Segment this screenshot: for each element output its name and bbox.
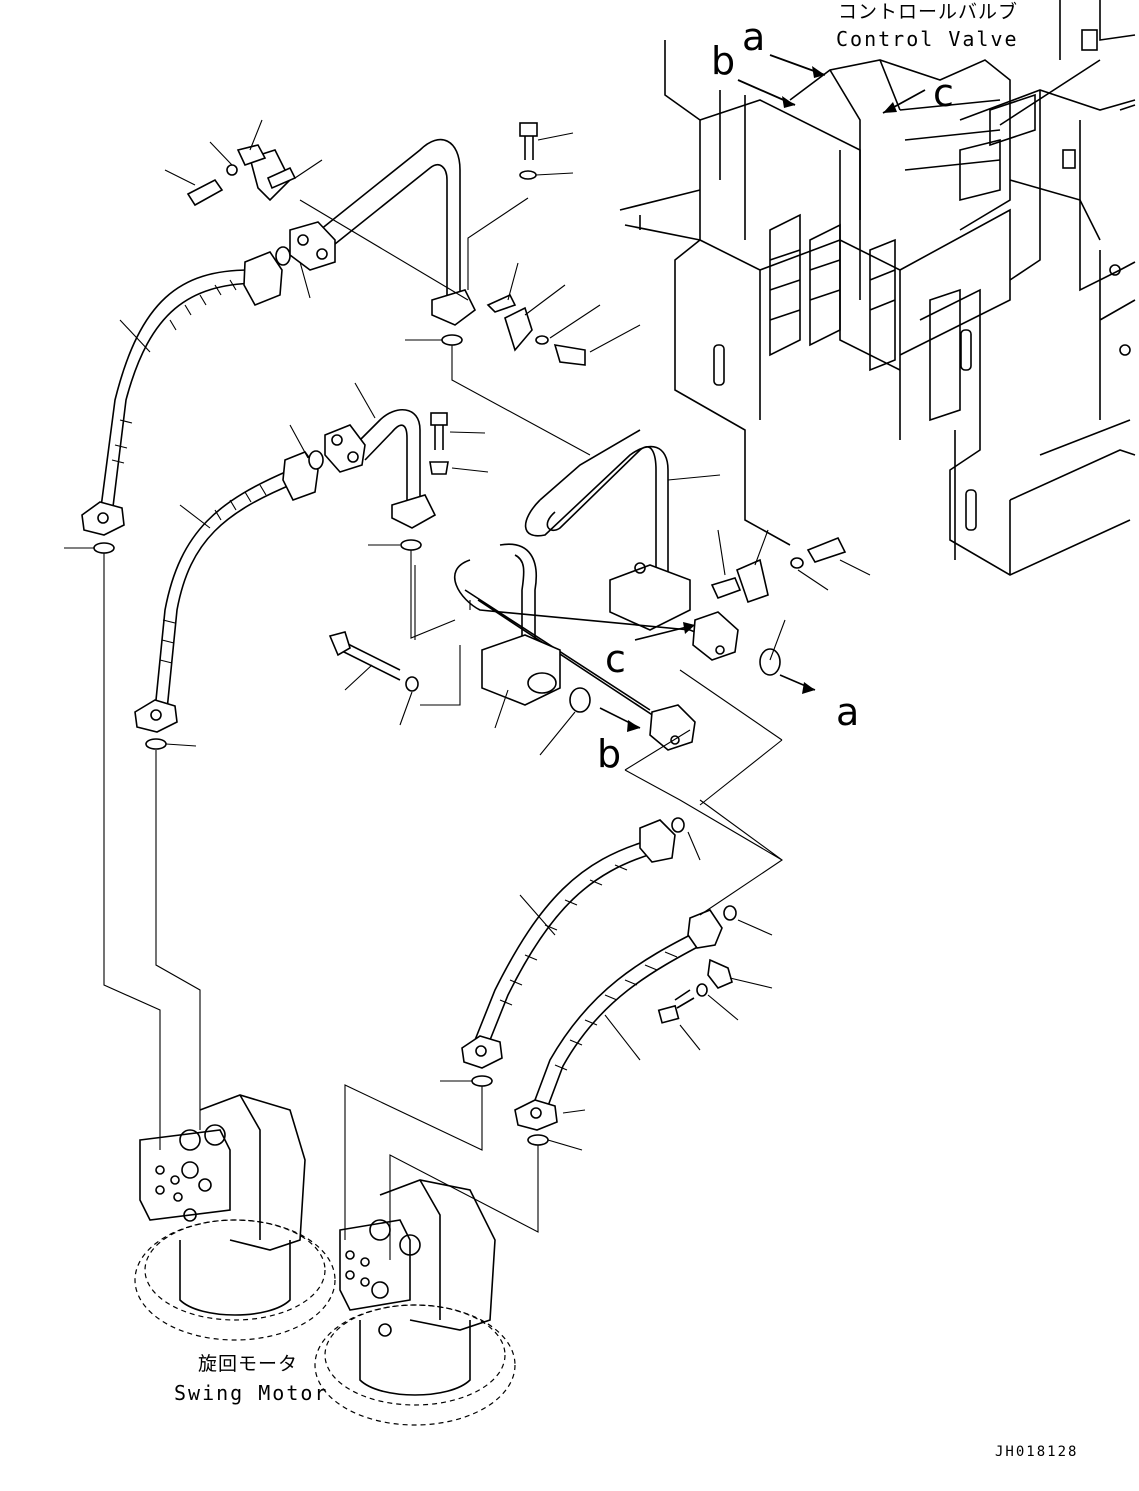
swing-motor-label-jp: 旋回モータ — [198, 1353, 299, 1375]
connection-lines — [103, 345, 591, 1260]
callout-c-top: c — [933, 71, 954, 115]
control-valve-label-jp: コントロールバルブ — [838, 1, 1019, 23]
callout-a-top: a — [742, 15, 766, 59]
drawing-code: JH018128 — [995, 1444, 1079, 1460]
swing-motor-label-en: Swing Motor — [174, 1381, 329, 1405]
control-valve-label-en: Control Valve — [836, 27, 1019, 51]
swing-motor-left — [134, 1094, 336, 1341]
lower-hose-group — [440, 669, 784, 1151]
callout-c-mid: c — [605, 637, 626, 681]
callout-b-top: b — [711, 39, 736, 83]
control-valve-assembly — [619, 0, 1136, 576]
callout-b-mid: b — [597, 732, 622, 776]
callout-a-mid: a — [836, 690, 860, 734]
middle-pipe-group — [134, 382, 871, 756]
swing-motor-right — [314, 1179, 516, 1426]
